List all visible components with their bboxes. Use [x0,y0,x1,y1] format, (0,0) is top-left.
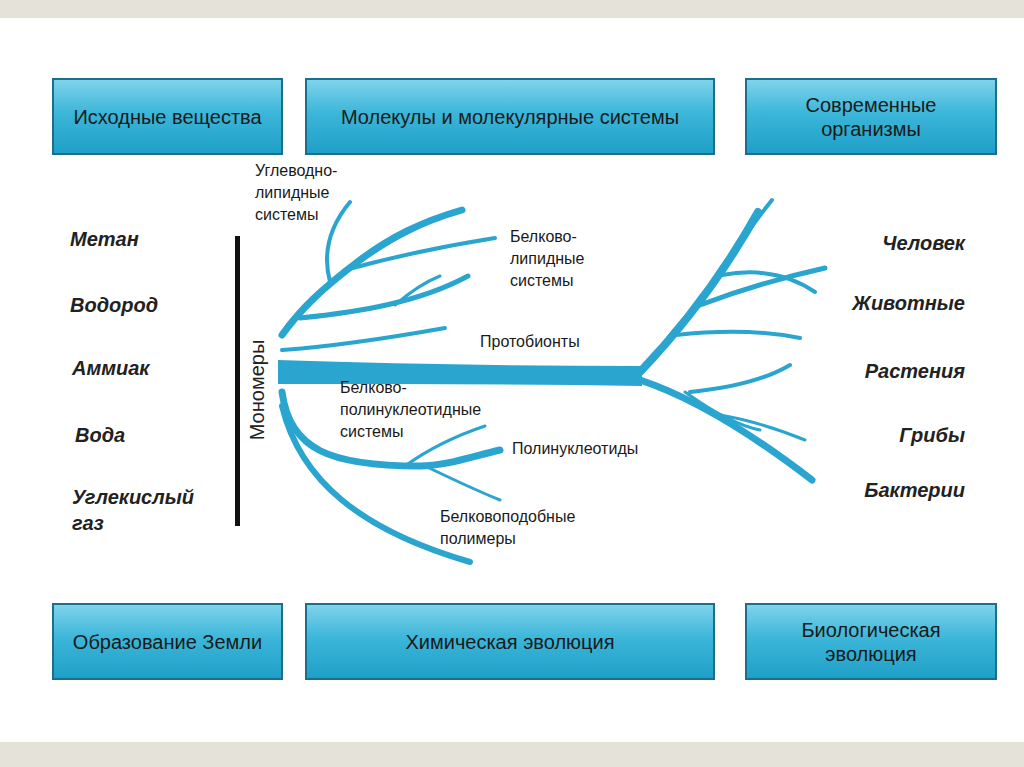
box-text: Образование Земли [65,630,270,654]
substance-label: Вода [75,422,125,448]
substance-label: Аммиак [72,355,150,381]
branch-label: Полинуклеотиды [512,438,638,460]
organism-label: Животные [852,290,965,316]
header-box: Биологическая эволюция [745,603,997,680]
organism-label: Грибы [899,422,965,448]
header-box: Химическая эволюция [305,603,715,680]
organism-label: Растения [865,358,965,384]
branch-label: Протобионты [480,331,580,353]
branch-label: Углеводно-липидные системы [255,160,367,226]
box-text: Биологическая эволюция [747,618,995,666]
bottom-band [0,742,1024,767]
monomer-bracket [235,236,240,526]
branch-label: Белковоподобные полимеры [440,506,610,550]
monomers-label: Мономеры [244,340,270,441]
tree-trunk [278,360,642,386]
box-text: Исходные вещества [65,105,269,129]
header-box: Исходные вещества [52,78,283,155]
top-band [0,0,1024,18]
branch-label: Белково-полинуклеотидные системы [340,377,515,443]
organism-label: Человек [882,230,965,256]
substance-label: Углекислый газ [72,484,222,536]
branch-label: Белково-липидные системы [510,226,630,292]
substance-label: Водород [70,292,158,318]
box-text: Химическая эволюция [397,630,622,654]
box-text: Современные организмы [747,93,995,141]
header-box: Образование Земли [52,603,283,680]
box-text: Молекулы и молекулярные системы [333,105,687,129]
substance-label: Метан [70,226,139,252]
header-box: Современные организмы [745,78,997,155]
header-box: Молекулы и молекулярные системы [305,78,715,155]
organism-label: Бактерии [864,477,965,503]
